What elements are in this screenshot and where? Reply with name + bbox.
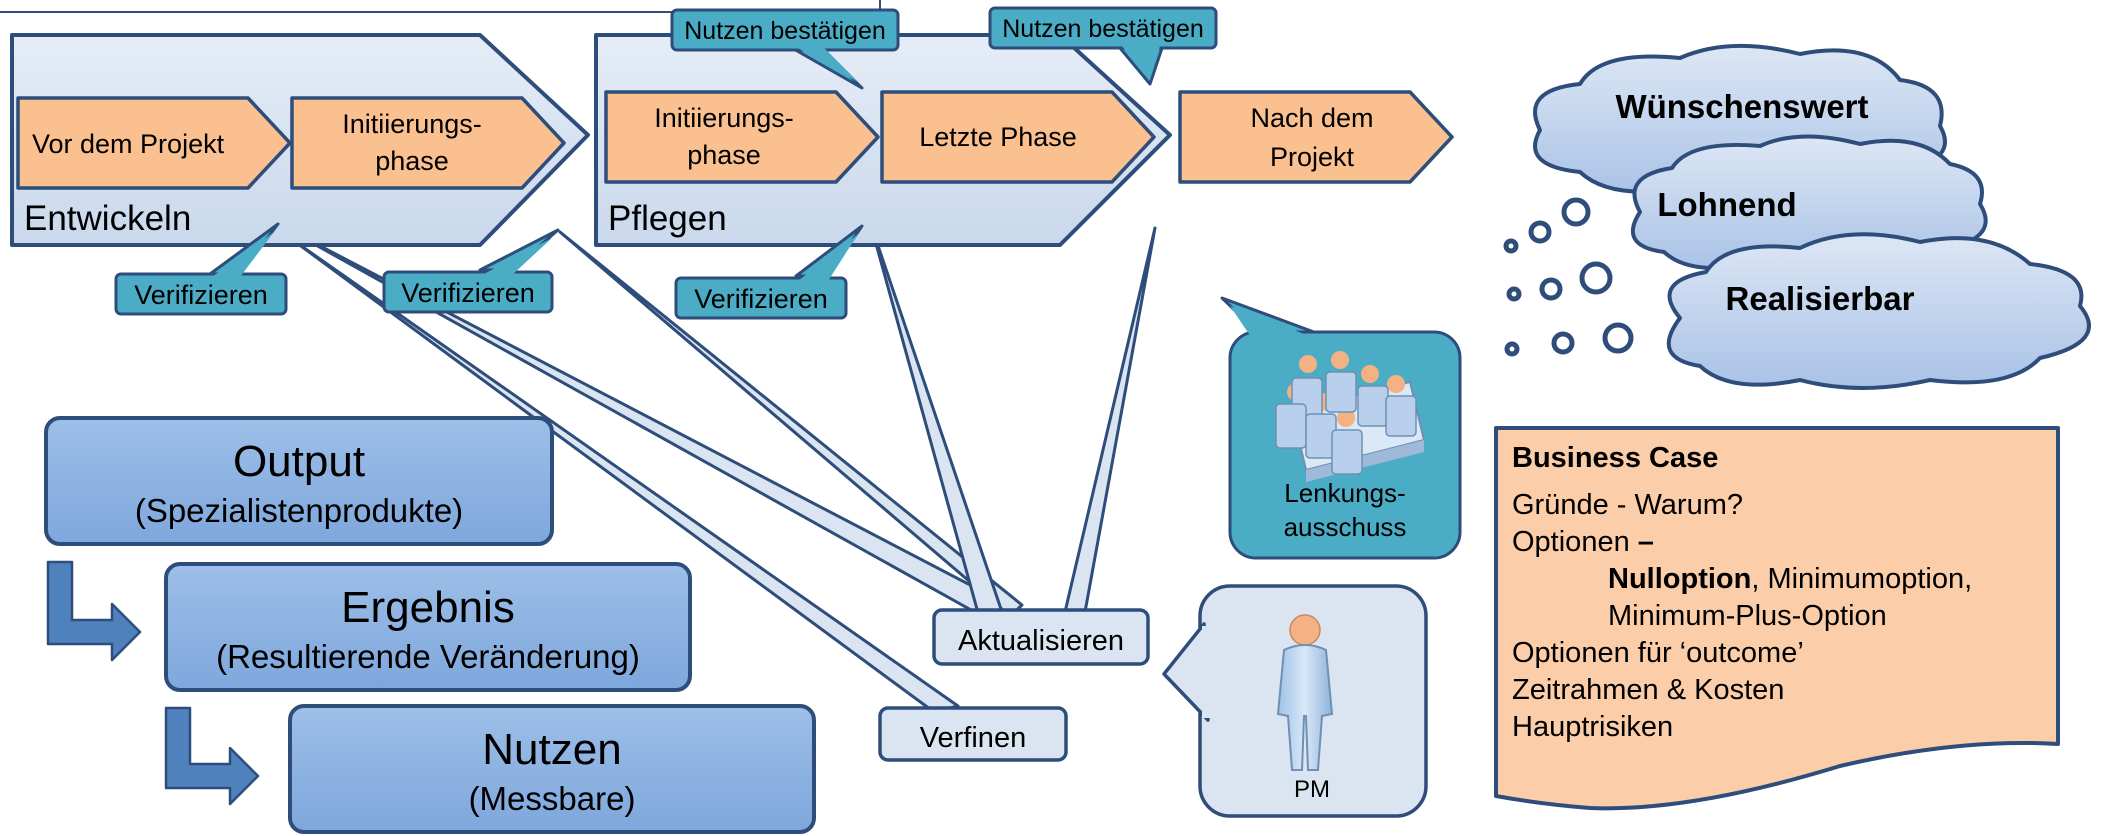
chevron-label-initiierung-1a: Initiierungs- — [342, 109, 482, 139]
callout-aktualisieren: Aktualisieren — [932, 608, 1150, 666]
result-output-subtitle: (Spezialistenprodukte) — [135, 492, 463, 529]
chevron-label-initiierung-2b: phase — [687, 140, 761, 170]
callout-label-verifizieren-2: Verifizieren — [401, 278, 535, 308]
steering-committee-callout: Lenkungs- ausschuss — [1220, 296, 1462, 560]
callout-nutzen-bestaetigen-2: Nutzen bestätigen — [988, 6, 1218, 86]
chevron-vor-dem-projekt: Vor dem Projekt — [16, 96, 292, 190]
business-case-document — [1494, 426, 2060, 811]
business-case-optionen: Optionen — [1512, 526, 1630, 558]
chevron-letzte-phase: Letzte Phase — [880, 90, 1156, 184]
business-case-line-gruende: Gründe - Warum? — [1512, 489, 1743, 521]
business-case-nulloption: Nulloption — [1608, 563, 1752, 595]
callout-verifizieren-3: Verifizieren — [674, 224, 864, 320]
business-case-minimumoption: , Minimumoption, — [1751, 563, 1973, 595]
thought-bubbles — [1503, 197, 1634, 357]
result-output: Output (Spezialistenprodukte) — [44, 416, 554, 546]
steering-committee-label-a: Lenkungs- — [1284, 478, 1405, 508]
business-case-line-risiken: Hauptrisiken — [1512, 711, 1674, 743]
callout-label-verifizieren-3: Verifizieren — [694, 284, 828, 314]
business-case-line-optionen: Optionen – — [1512, 524, 2042, 561]
callout-verifizieren-2: Verifizieren — [382, 228, 560, 314]
chevron-initiierung-2: Initiierungs- phase — [604, 90, 880, 184]
business-case-optionen-dash: – — [1629, 526, 1654, 558]
chevron-label-initiierung-2a: Initiierungs- — [654, 103, 794, 133]
meeting-icon — [1275, 351, 1426, 482]
business-case-title: Business Case — [1512, 442, 1719, 474]
chevron-nach-dem-projekt: Nach dem Projekt — [1178, 90, 1454, 184]
result-output-title: Output — [233, 437, 365, 486]
callout-label-aktualisieren: Aktualisieren — [958, 625, 1124, 657]
connector-wedges — [278, 220, 1157, 714]
business-case-text: Business Case Gründe - Warum? Optionen –… — [1512, 440, 2042, 743]
chevron-label-vor-dem-projekt: Vor dem Projekt — [32, 129, 225, 159]
chevron-label-nach-dem-projekt-b: Projekt — [1270, 142, 1355, 172]
chevron-initiierung-1: Initiierungs- phase — [290, 96, 566, 190]
steering-committee-label-b: ausschuss — [1284, 512, 1407, 542]
callout-label-nutzen-bestaetigen-2: Nutzen bestätigen — [1002, 15, 1204, 43]
chevron-label-letzte-phase: Letzte Phase — [919, 122, 1077, 152]
pm-callout: PM — [1162, 584, 1428, 818]
cloud-label-lohnend: Lohnend — [1657, 186, 1796, 223]
callout-label-verfinen: Verfinen — [920, 722, 1026, 754]
chevron-label-nach-dem-projekt-a: Nach dem — [1250, 103, 1373, 133]
business-case-line-minimum-plus: Minimum-Plus-Option — [1608, 600, 1887, 632]
pm-label: PM — [1294, 776, 1330, 803]
result-ergebnis-subtitle: (Resultierende Veränderung) — [216, 638, 640, 675]
callout-verfinen: Verfinen — [878, 706, 1068, 762]
callout-label-verifizieren-1: Verifizieren — [134, 280, 268, 310]
bent-arrow-icon — [46, 560, 142, 662]
label-entwickeln: Entwickeln — [24, 199, 191, 238]
callout-label-nutzen-bestaetigen-1: Nutzen bestätigen — [684, 17, 886, 45]
person-icon — [1276, 614, 1334, 771]
result-ergebnis-title: Ergebnis — [341, 583, 515, 632]
business-case-line-outcome: Optionen für ‘outcome’ — [1512, 637, 1804, 669]
result-nutzen-title: Nutzen — [482, 725, 621, 774]
chevron-label-initiierung-1b: phase — [375, 146, 449, 176]
label-pflegen: Pflegen — [608, 199, 727, 238]
cloud-label-realisierbar: Realisierbar — [1726, 280, 1915, 317]
cloud-realisierbar: Realisierbar — [1666, 232, 2091, 390]
business-case-line-zeitrahmen: Zeitrahmen & Kosten — [1512, 674, 1785, 706]
result-nutzen: Nutzen (Messbare) — [288, 704, 816, 834]
business-case-line-nulloption: Nulloption, Minimumoption, — [1512, 561, 2042, 598]
cloud-label-wuenschenswert: Wünschenswert — [1615, 88, 1868, 125]
result-nutzen-subtitle: (Messbare) — [469, 780, 636, 817]
callout-nutzen-bestaetigen-1: Nutzen bestätigen — [670, 8, 900, 90]
bent-arrow-icon — [164, 706, 260, 806]
result-ergebnis: Ergebnis (Resultierende Veränderung) — [164, 562, 692, 692]
callout-verifizieren-1: Verifizieren — [114, 222, 288, 316]
